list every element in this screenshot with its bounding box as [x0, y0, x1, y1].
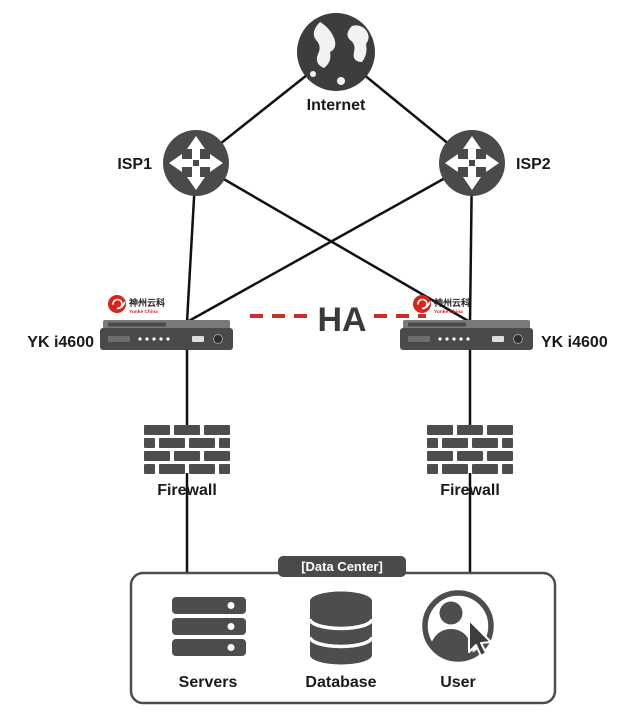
servers-label: Servers — [179, 674, 238, 691]
yunke-logo-right: 神州云科 Yunke China — [412, 294, 470, 315]
yk-left-label: YK i4600 — [27, 334, 94, 351]
isp1-label: ISP1 — [117, 156, 152, 173]
firewall-right-icon — [427, 425, 513, 474]
isp2-label: ISP2 — [516, 156, 551, 173]
firewall-left-label: Firewall — [157, 482, 217, 499]
yunke-logo-left: 神州云科 Yunke China — [107, 294, 165, 315]
firewall-right-label: Firewall — [440, 482, 500, 499]
yk-right-label: YK i4600 — [541, 334, 608, 351]
yunke-logo-mark-icon — [107, 294, 127, 314]
yunke-brand-en: Yunke China — [434, 309, 463, 315]
yunke-brand-en: Yunke China — [129, 309, 158, 315]
isp2-router-icon — [439, 130, 505, 196]
yk-appliance-right-icon — [399, 319, 534, 351]
firewall-left-icon — [144, 425, 230, 474]
user-label: User — [440, 674, 476, 691]
yunke-brand-cn: 神州云科 — [434, 297, 470, 308]
link-isp2-yk-left — [186, 161, 473, 324]
yunke-brand-cn: 神州云科 — [129, 297, 165, 308]
yunke-logo-mark-icon — [412, 294, 432, 314]
datacenter-title: [Data Center] — [301, 559, 383, 574]
user-icon — [422, 590, 494, 662]
isp1-router-icon — [163, 130, 229, 196]
internet-globe-icon — [297, 13, 375, 91]
yk-appliance-left-icon — [99, 319, 234, 351]
ha-label: HA — [317, 301, 366, 339]
cursor-arrow-icon — [468, 619, 492, 657]
servers-icon — [172, 597, 246, 656]
database-label: Database — [305, 674, 376, 691]
datacenter-title-badge — [278, 556, 406, 577]
database-icon — [308, 591, 374, 665]
internet-label: Internet — [307, 97, 366, 114]
